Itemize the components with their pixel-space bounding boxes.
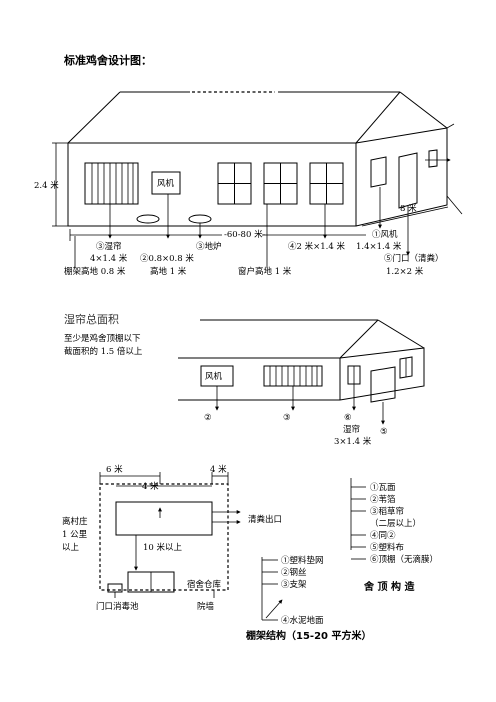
vent-size: ②0.8×0.8 米 [140, 253, 194, 264]
length-label: -60-80 米- [224, 229, 266, 240]
village-line1: 离村庄 [62, 516, 88, 527]
curtain-size: 4×1.4 米 [90, 253, 128, 264]
end-fan [370, 156, 387, 188]
wet-curtain-2 [263, 365, 323, 387]
curtain-label: ③湿帘 [96, 241, 122, 252]
roof-item: ②苇箔 [370, 494, 396, 505]
note-line3: 截面积的 1.5 倍以上 [64, 346, 143, 357]
compound-wall [99, 483, 229, 591]
height-label: 2.4 米 [34, 180, 59, 191]
rack-structure: ①塑料垫网 ②钢丝 ③支架 ④水泥地面 棚架结构（15-20 平方米） [246, 555, 371, 642]
curtain2-label: 湿帘 [343, 424, 360, 435]
village-line2: 1 公里 [62, 530, 88, 540]
house-section-diagram: 湿帘总面积 至少是鸡舍顶棚以下 截面积的 1.5 倍以上 风机 [64, 312, 425, 447]
warehouse-label: 宿舍仓库 [187, 579, 222, 590]
note-line2: 至少是鸡舍顶棚以下 [64, 333, 141, 344]
rack-item: ③支架 [281, 579, 307, 590]
roof-structure: ①瓦面 ②苇箔 ③稻草帘 （二层以上） ④同② ⑤塑料布 ⑥顶棚（无滴膜） 舍 … [350, 478, 438, 593]
roof-item: ④同② [370, 531, 396, 541]
fan-label: ①风机 [372, 229, 398, 240]
roof-caption: 舍 顶 构 造 [363, 580, 415, 593]
circ-3: ③ [283, 413, 291, 423]
dim-6m: 6 米 [106, 464, 123, 475]
fan-box2-label: 风机 [205, 371, 223, 382]
rack-caption: 棚架结构（15-20 平方米） [246, 629, 371, 642]
gate-label: 门口消毒池 [96, 601, 139, 612]
disinfection-pool [107, 583, 123, 593]
window-height: 窗户高地 1 米 [238, 266, 292, 277]
fan-box-1 [151, 171, 181, 195]
window-size: ④2 米×1.4 米 [288, 241, 345, 252]
manure-outlet: 清粪出口 [248, 514, 282, 525]
door-label: ⑤门口（清粪） [384, 253, 444, 264]
door-size: 1.2×2 米 [386, 266, 424, 277]
rack-item: ④水泥地面 [281, 615, 324, 626]
roof-item: ③稻草帘 [370, 506, 404, 517]
rack-height: 棚架高地 0.8 米 [64, 266, 126, 277]
window [309, 162, 344, 205]
chicken-house [115, 501, 213, 536]
width-label: 8 米 [400, 203, 417, 214]
roof-item: ⑥顶棚（无滴膜） [370, 554, 438, 565]
stove [136, 214, 160, 224]
dim-4m-right: 4 米 [210, 464, 227, 475]
circ-5: ⑤ [380, 427, 388, 437]
circ-6: ⑥ [344, 413, 352, 423]
note-line1: 湿帘总面积 [64, 312, 119, 326]
window [263, 162, 298, 205]
wet-curtain [84, 162, 139, 205]
fan-size: 1.4×1.4 米 [356, 241, 402, 252]
rack-item: ①塑料垫网 [281, 555, 324, 566]
front-wall [67, 142, 357, 227]
circ-2: ② [204, 413, 212, 423]
stove [188, 214, 212, 224]
roof-item: （二层以上） [370, 518, 421, 529]
curtain2-size: 3×1.4 米 [334, 436, 372, 447]
fan-box-label: 风机 [157, 178, 175, 189]
wall-label: 院墙 [197, 601, 215, 612]
dist-10m: 10 米以上 [143, 542, 183, 553]
roof-item: ⑤塑料布 [370, 542, 404, 553]
page-title: 标准鸡舍设计图： [64, 54, 152, 67]
rack-item: ②钢丝 [281, 567, 307, 578]
site-plan: 6 米 4 米 4 米 10 米以上 清粪出口 离村庄 1 公里 以上 宿舍仓库… [62, 464, 282, 612]
village-line3: 以上 [62, 543, 80, 553]
stove-label: ③地炉 [196, 241, 222, 252]
window [217, 162, 252, 205]
house-main-diagram: 风机 2.4 米 -60-80 米- [34, 91, 463, 277]
end-door [398, 152, 418, 209]
vent-height: 高地 1 米 [150, 266, 187, 277]
roof-item: ①瓦面 [370, 483, 396, 493]
dim-4m-top: 4 米 [142, 481, 159, 492]
